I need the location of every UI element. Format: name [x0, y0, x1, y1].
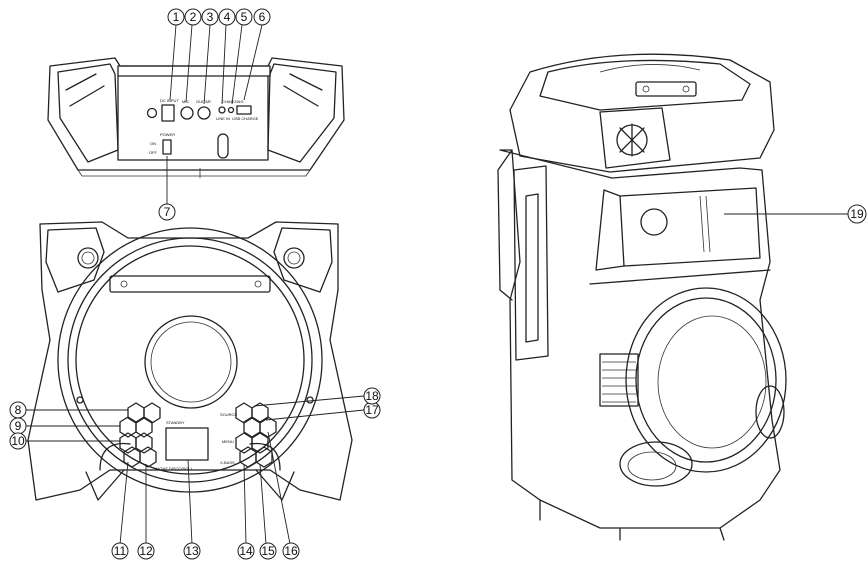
label-off: OFF — [149, 150, 158, 155]
svg-text:4: 4 — [224, 10, 231, 24]
callout-16: 16 — [282, 542, 300, 560]
svg-text:8: 8 — [15, 403, 22, 417]
leader-lines — [26, 24, 848, 545]
callout-14: 14 — [237, 542, 255, 560]
callout-11: 11 — [111, 542, 129, 560]
label-light-disco: LIGHT DISCO/SOLL — [156, 466, 194, 471]
lcd-display — [165, 427, 209, 461]
svg-text:18: 18 — [365, 389, 379, 403]
side-vent — [599, 353, 639, 407]
front-view: STANDBY LIGHT DISCO/SOLL SOURCE MENU X-B… — [27, 221, 353, 501]
callout-18: 18 — [363, 387, 381, 405]
svg-text:17: 17 — [365, 403, 379, 417]
label-x-bass: X-BASS — [220, 460, 235, 465]
svg-text:6: 6 — [259, 10, 266, 24]
usb-port — [161, 104, 175, 122]
callout-3: 3 — [201, 8, 219, 26]
callout-1: 1 — [167, 8, 185, 26]
perspective-view — [497, 53, 787, 541]
handle-slot — [217, 133, 229, 159]
label-standby: STANDBY — [166, 420, 185, 425]
power-switch — [162, 139, 172, 155]
svg-text:5: 5 — [241, 10, 248, 24]
svg-text:16: 16 — [284, 544, 298, 558]
svg-text:14: 14 — [239, 544, 253, 558]
svg-text:12: 12 — [139, 544, 153, 558]
svg-text:9: 9 — [15, 419, 22, 433]
label-on: ON — [150, 141, 156, 146]
callout-7: 7 — [158, 203, 176, 221]
callout-13: 13 — [183, 542, 201, 560]
right-button-cluster — [235, 402, 277, 468]
left-button-cluster — [119, 402, 161, 468]
svg-text:2: 2 — [190, 10, 197, 24]
callout-15: 15 — [259, 542, 277, 560]
svg-text:3: 3 — [207, 10, 214, 24]
mic-jack — [180, 106, 194, 120]
label-guitar: GUITAR — [196, 99, 211, 104]
top-view: DC INPUT MIC GUITAR CHARGING LINE IN USB… — [47, 57, 345, 178]
label-dc-input: DC INPUT — [160, 98, 179, 103]
charging-indicator — [227, 106, 235, 114]
svg-text:11: 11 — [114, 544, 127, 558]
svg-text:10: 10 — [11, 434, 25, 448]
svg-text:1: 1 — [173, 10, 180, 24]
callout-9: 9 — [9, 417, 27, 435]
svg-text:13: 13 — [185, 544, 199, 558]
label-source: SOURCE — [220, 412, 237, 417]
dc-input-jack — [146, 107, 158, 119]
callout-6: 6 — [253, 8, 271, 26]
callout-17: 17 — [363, 401, 381, 419]
label-charging: CHARGING — [222, 99, 244, 104]
svg-text:7: 7 — [164, 205, 171, 219]
svg-text:15: 15 — [261, 544, 275, 558]
callout-12: 12 — [137, 542, 155, 560]
callout-8: 8 — [9, 401, 27, 419]
callout-19: 19 — [847, 204, 867, 224]
guitar-jack — [197, 106, 211, 120]
line-in-jack — [218, 106, 226, 114]
usb-charge-port — [236, 105, 252, 115]
label-power: POWER — [160, 132, 175, 137]
label-menu: MENU — [222, 439, 234, 444]
label-usb-charge: USB CHARGE — [232, 116, 259, 121]
callout-2: 2 — [184, 8, 202, 26]
label-line-in: LINE IN — [216, 116, 230, 121]
callout-10: 10 — [9, 432, 27, 450]
callout-markers: 1 2 3 4 5 6 7 8 9 10 11 12 13 14 15 16 1… — [9, 8, 867, 560]
svg-text:19: 19 — [850, 207, 864, 221]
callout-4: 4 — [218, 8, 236, 26]
callout-5: 5 — [235, 8, 253, 26]
